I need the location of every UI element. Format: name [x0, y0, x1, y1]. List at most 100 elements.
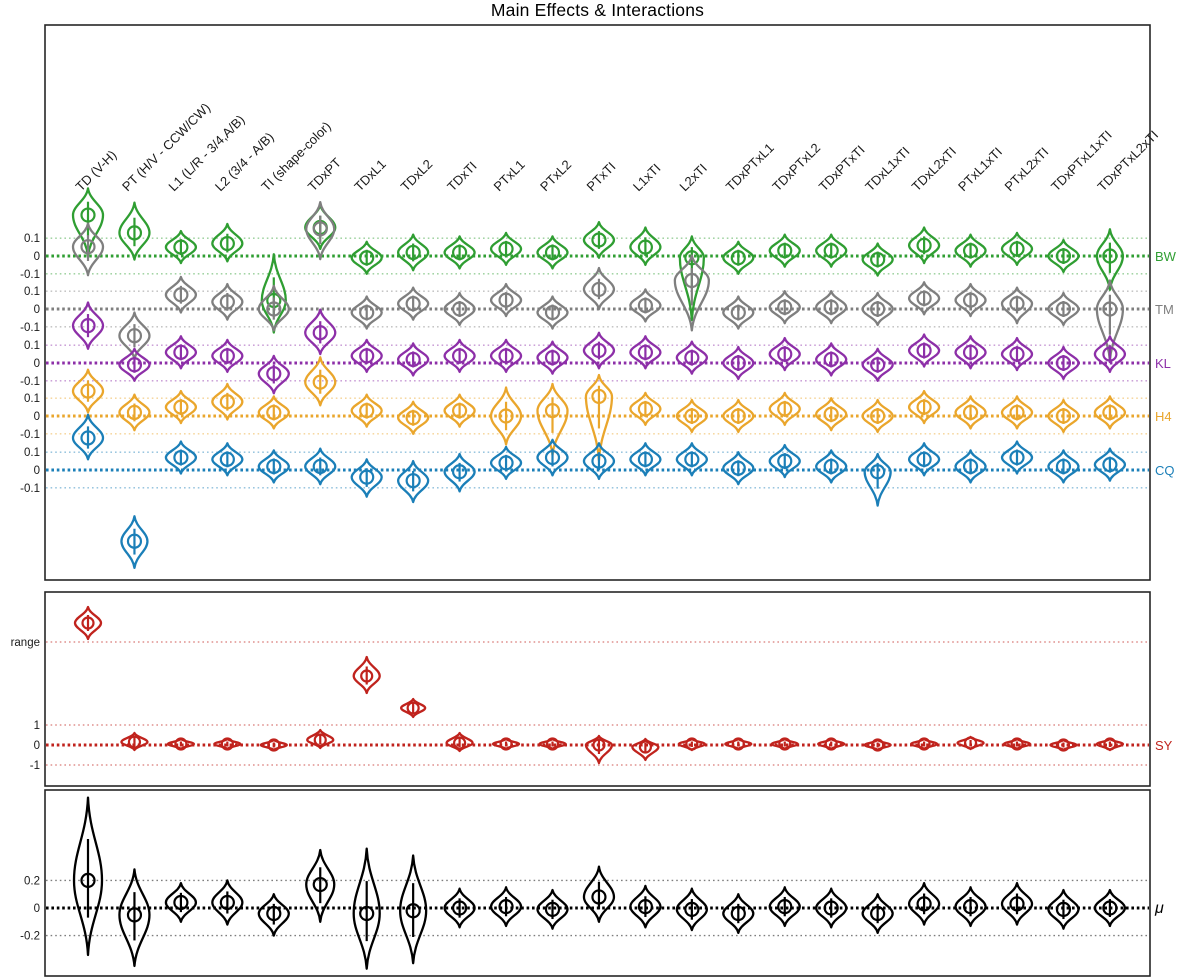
column-label: L2xTI	[676, 161, 710, 195]
violin-BW-11	[536, 235, 569, 270]
mean-marker	[406, 701, 420, 715]
column-label: TDxL1	[351, 156, 389, 194]
mean-marker	[962, 344, 979, 360]
axis-tick-label: 0.1	[24, 447, 40, 459]
violin-μ-16	[768, 886, 801, 928]
violin-μ-3	[164, 882, 198, 923]
mean-marker	[685, 737, 699, 751]
mean-marker	[1009, 449, 1025, 466]
violin-outline	[722, 893, 755, 934]
violin-outline	[352, 655, 381, 695]
column-label: TDxPTxTI	[816, 142, 868, 194]
violin-outline	[304, 308, 337, 356]
violin-KL-1	[71, 301, 105, 350]
mean-marker	[1055, 355, 1072, 371]
violin-CQ-6	[304, 447, 337, 486]
mean-marker	[592, 738, 606, 752]
mean-marker	[637, 401, 654, 417]
violin-outline	[815, 397, 848, 432]
violin-H4-8	[397, 400, 430, 435]
violin-BW-12	[582, 221, 616, 259]
violin-μ-4	[211, 879, 244, 926]
violin-outline	[400, 697, 427, 719]
mean-marker	[870, 905, 886, 922]
violin-CQ-9	[443, 452, 476, 493]
violin-outline	[397, 459, 430, 504]
violin-outline	[629, 442, 662, 477]
violin-outline	[631, 737, 660, 762]
mean-marker	[266, 404, 282, 421]
violin-SY-11	[538, 737, 567, 751]
violin-SY-20	[956, 735, 985, 751]
violin-KL-3	[164, 335, 198, 370]
violin-KL-16	[768, 336, 801, 372]
violin-SY-21	[1002, 737, 1032, 751]
violin-SY-23	[1095, 737, 1125, 752]
axis-tick-label: 0	[34, 358, 40, 370]
mean-marker	[80, 383, 96, 399]
panel-individual-observers: 0.10-0.10.10-0.10.10-0.10.10-0.10.10-0.1…	[20, 24, 1177, 581]
violin-SY-13	[631, 737, 660, 762]
violins-layer	[72, 796, 1127, 970]
mean-marker	[963, 736, 978, 750]
violin-outline	[536, 340, 569, 375]
violin-CQ-11	[536, 438, 569, 477]
violin-KL-19	[907, 333, 941, 368]
violin-outline	[1093, 447, 1127, 482]
mean-marker	[777, 453, 793, 469]
mean-marker	[219, 348, 235, 364]
mean-marker	[823, 299, 839, 315]
mean-marker	[591, 281, 607, 298]
mean-marker	[173, 399, 189, 415]
violin-SY-14	[677, 737, 706, 752]
violin-H4-13	[629, 391, 662, 427]
violin-KL-8	[397, 342, 430, 377]
violin-KL-17	[815, 342, 848, 377]
violin-outline	[907, 882, 941, 926]
mean-marker	[1102, 900, 1118, 916]
violin-outline	[1093, 395, 1127, 430]
violin-SY-5	[259, 738, 288, 752]
panel-frame	[44, 789, 1151, 977]
violin-outline	[118, 868, 151, 968]
mean-marker	[544, 403, 561, 419]
mean-marker	[870, 464, 886, 480]
mean-marker	[1102, 457, 1118, 473]
violin-outline	[815, 449, 848, 484]
violin-outline	[954, 449, 987, 484]
mean-marker	[359, 304, 375, 321]
violin-outline	[675, 340, 708, 375]
mean-marker	[823, 406, 839, 422]
mean-marker	[591, 889, 607, 905]
violin-μ-19	[907, 882, 941, 926]
mean-marker	[219, 235, 235, 252]
violin-outline	[675, 442, 708, 477]
violin-outline	[164, 229, 198, 265]
violin-H4-6	[304, 356, 337, 407]
violin-SY-8	[400, 697, 427, 719]
violin-BW-15	[722, 240, 755, 275]
violin-H4-21	[1000, 395, 1034, 430]
row-label-TM: TM	[1155, 302, 1174, 317]
mean-marker	[452, 301, 468, 317]
violin-KL-23	[1093, 335, 1127, 374]
column-label: L1xTI	[630, 161, 664, 195]
violin-CQ-13	[629, 442, 662, 477]
violin-outline	[1000, 286, 1034, 325]
mean-marker	[453, 736, 467, 750]
mean-marker	[81, 616, 95, 630]
violin-H4-2	[118, 393, 151, 432]
violin-TM-8	[397, 286, 430, 321]
violin-outline	[164, 440, 198, 475]
mean-marker	[823, 243, 839, 259]
violin-μ-13	[629, 884, 662, 929]
mean-marker	[498, 292, 514, 308]
mean-marker	[777, 299, 793, 315]
violin-KL-12	[582, 331, 616, 370]
violin-outline	[861, 398, 894, 434]
mean-marker	[638, 740, 653, 754]
violin-TM-13	[629, 288, 662, 323]
violin-BW-5	[260, 253, 287, 334]
violin-outline	[722, 345, 755, 381]
mean-marker	[80, 207, 96, 223]
